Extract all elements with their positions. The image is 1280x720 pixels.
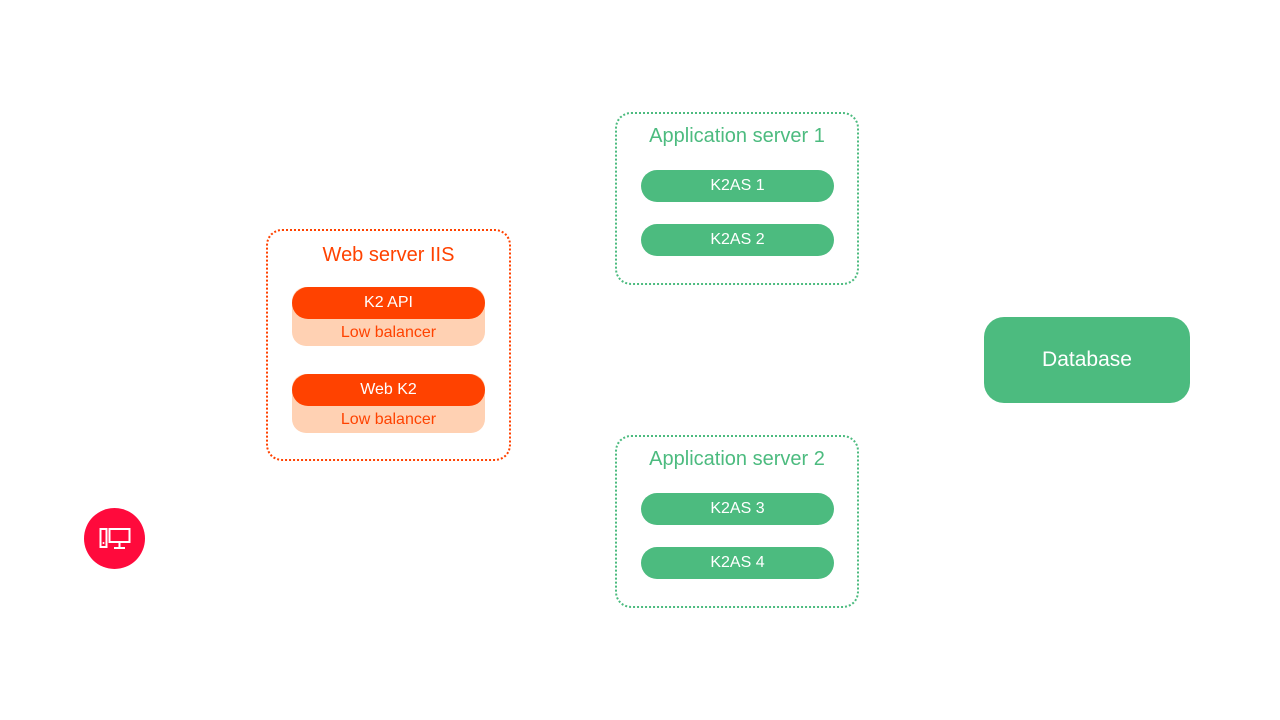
k2-api-stack: K2 API Low balancer (292, 287, 485, 346)
database-node: Database (984, 317, 1190, 403)
desktop-computer-icon (99, 527, 131, 551)
k2as-4-node: K2AS 4 (641, 547, 834, 579)
k2as-3-node: K2AS 3 (641, 493, 834, 525)
web-k2-label: Web K2 (292, 374, 485, 406)
k2as-1-node: K2AS 1 (641, 170, 834, 202)
web-k2-load-balancer: Low balancer (340, 411, 437, 428)
app-server-2-box: Application server 2 K2AS 3 K2AS 4 (615, 435, 859, 608)
app-server-2-title: Application server 2 (649, 448, 825, 470)
web-server-box: Web server IIS K2 API Low balancer Web K… (266, 229, 511, 461)
client-node (84, 508, 145, 569)
web-server-title: Web server IIS (322, 244, 455, 266)
k2-api-label: K2 API (292, 287, 485, 319)
k2as-2-node: K2AS 2 (641, 224, 834, 256)
k2-api-load-balancer: Low balancer (340, 324, 437, 341)
app-server-1-title: Application server 1 (649, 125, 825, 147)
app-server-1-box: Application server 1 K2AS 1 K2AS 2 (615, 112, 859, 285)
web-k2-stack: Web K2 Low balancer (292, 374, 485, 433)
